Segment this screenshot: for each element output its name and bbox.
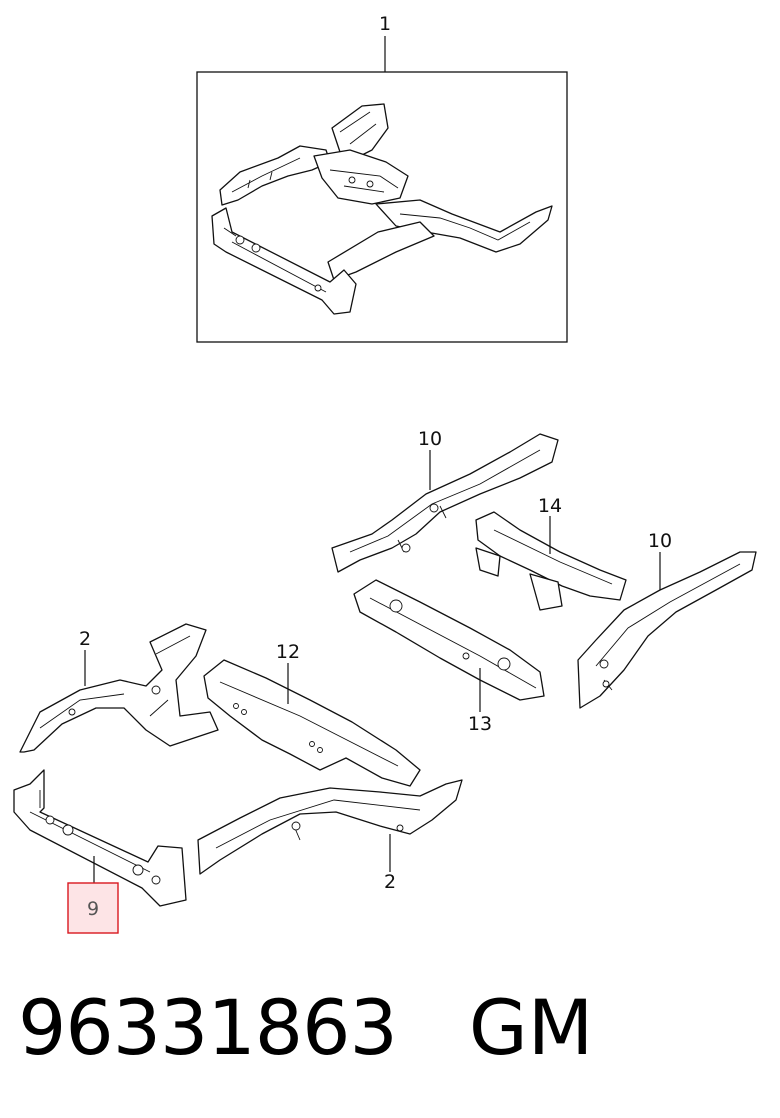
part-number: 96331863 [18,983,398,1072]
part-9: 9 [13,769,187,934]
brand-name: GM [468,983,594,1072]
part-10-right: 10 [577,530,757,709]
callout-2-right: 2 [384,871,396,893]
part-10-upper: 10 [331,428,559,573]
callout-12: 12 [276,641,300,663]
assembly-group: 1 [196,13,568,343]
callout-9: 9 [87,898,99,920]
part-2-left: 2 [19,623,219,753]
footer: 96331863 GM [18,978,758,1078]
part-14: 14 [475,495,627,611]
callout-1: 1 [379,13,391,35]
callout-13: 13 [468,713,492,735]
callout-9-box [67,882,119,934]
part-12: 12 [203,641,421,787]
callout-2-left: 2 [79,628,91,650]
parts-diagram: 1 10 [13,13,757,934]
callout-10-upper: 10 [418,428,442,450]
part-13: 13 [353,579,545,735]
assembly-drawing [211,103,553,315]
callout-14: 14 [538,495,562,517]
part-2-right: 2 [197,779,463,893]
assembly-frame [196,71,568,343]
callout-10-right: 10 [648,530,672,552]
